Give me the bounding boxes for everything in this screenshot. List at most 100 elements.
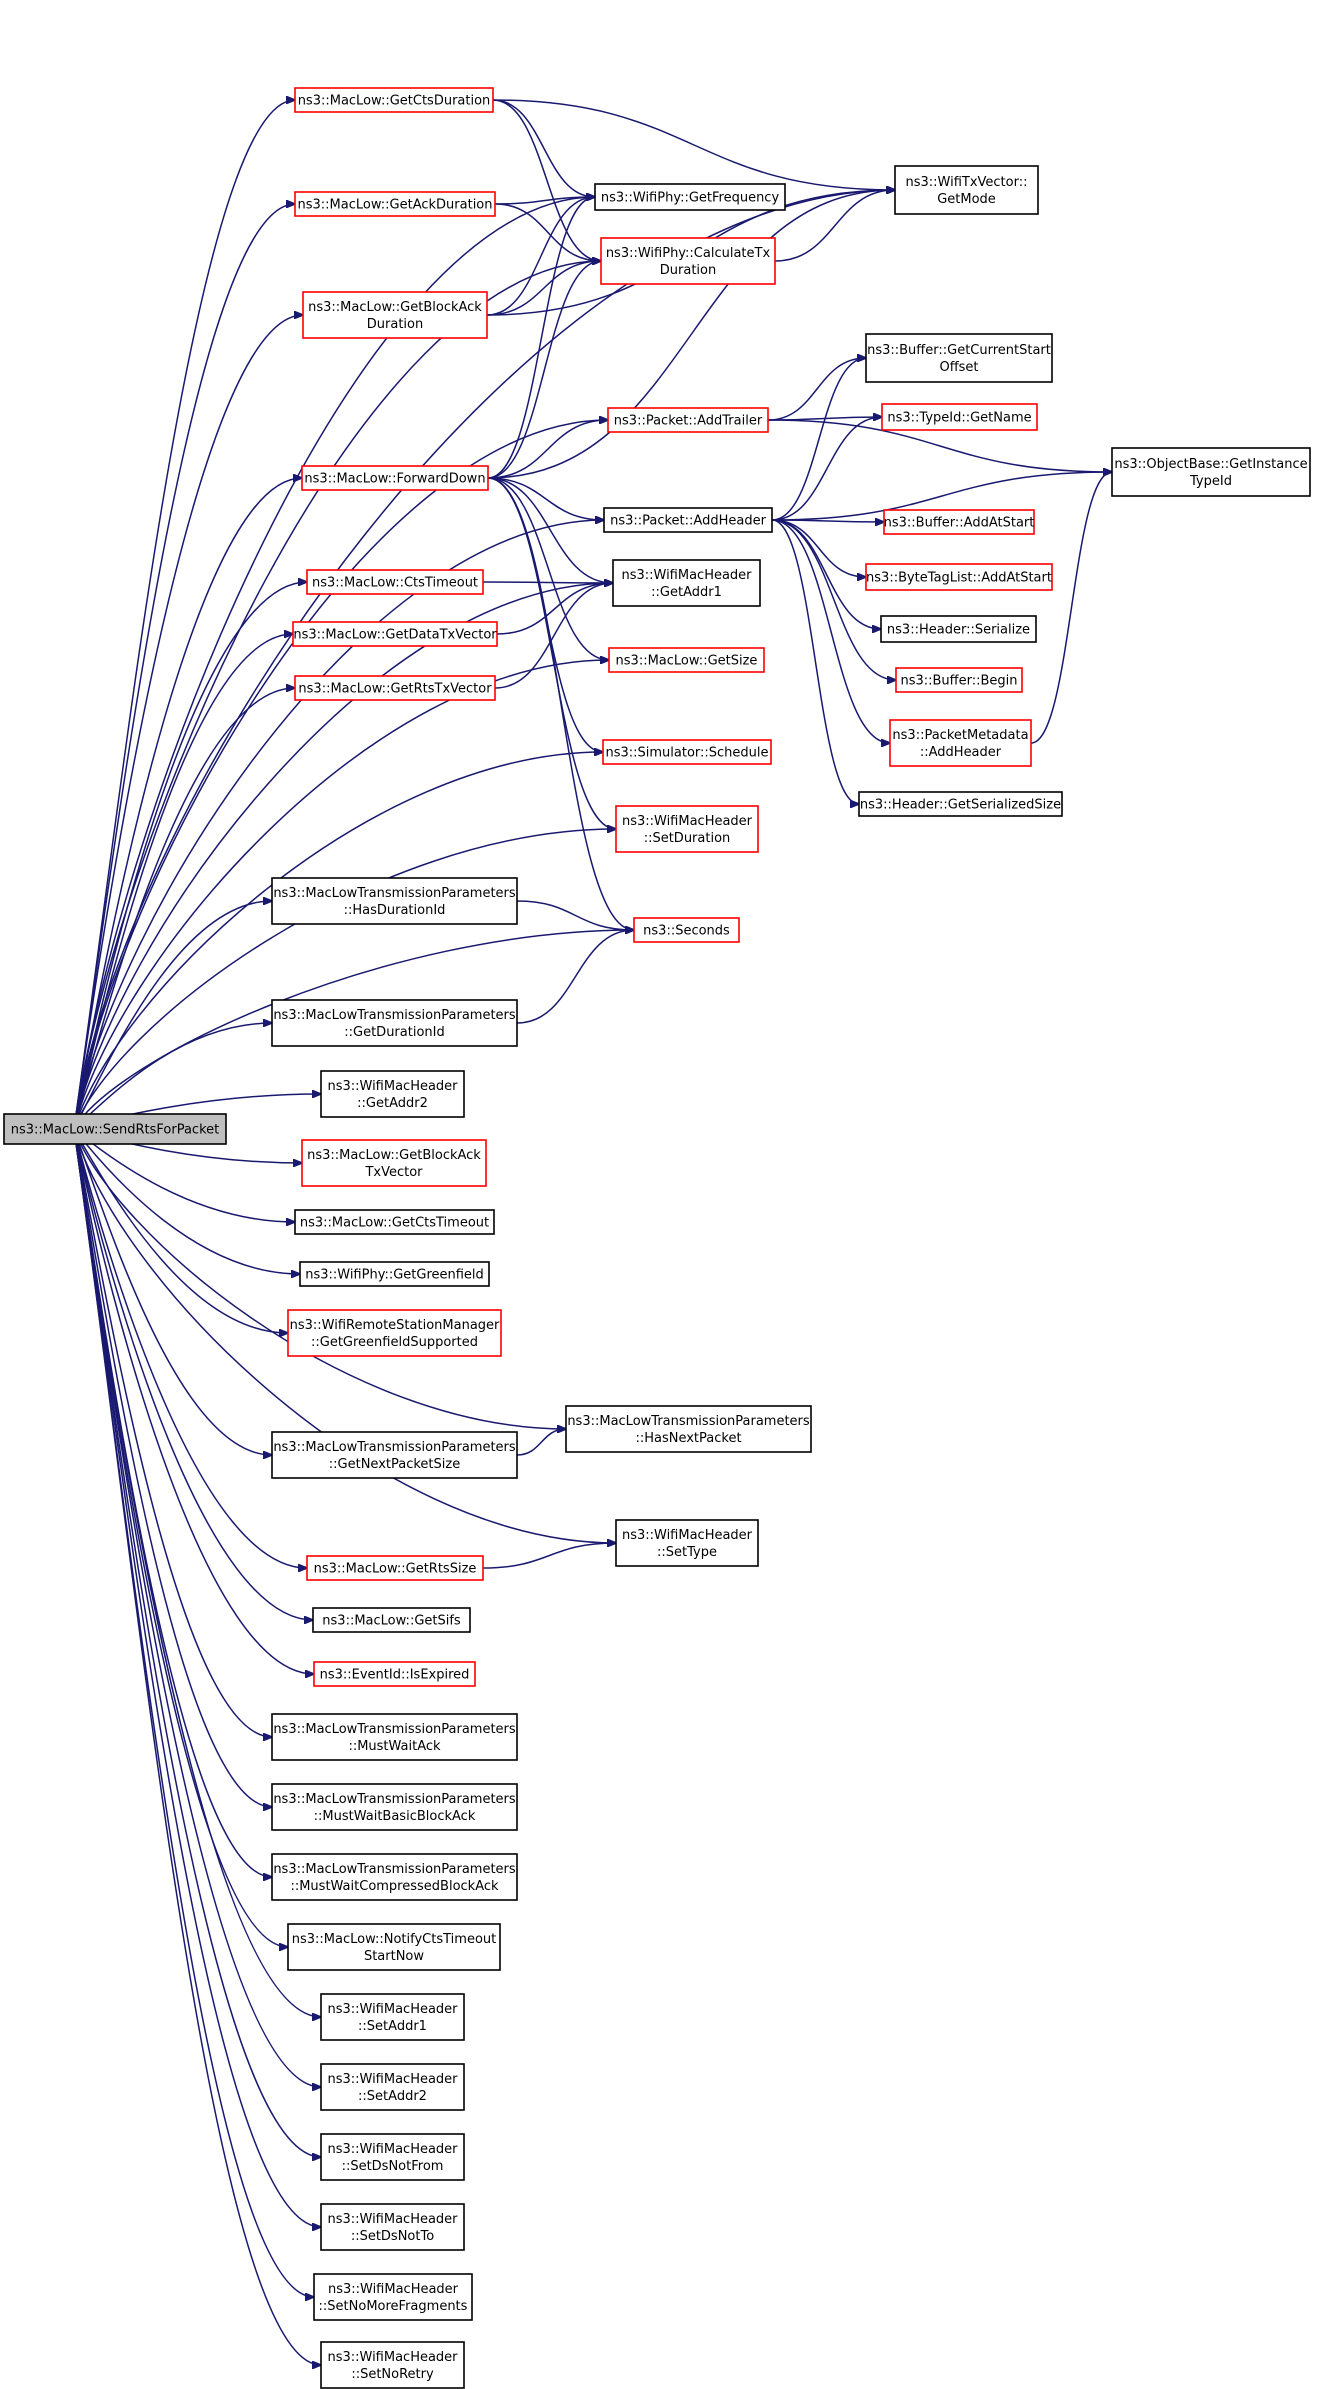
node-has-duration-id[interactable]: ns3::MacLowTransmissionParameters::HasDu… xyxy=(271,877,518,925)
node-box xyxy=(603,507,773,533)
node-set-addr1[interactable]: ns3::WifiMacHeader::SetAddr1 xyxy=(320,1993,465,2041)
node-label: ns3::MacLowTransmissionParameters xyxy=(273,1440,516,1455)
node-get-name[interactable]: ns3::TypeId::GetName xyxy=(881,403,1038,431)
node-label: ns3::TypeId::GetName xyxy=(887,411,1031,426)
node-label: ns3::MacLow::GetBlockAck xyxy=(308,300,482,315)
node-byte-tag-list-add-at-start[interactable]: ns3::ByteTagList::AddAtStart xyxy=(865,563,1053,591)
node-label: ns3::MacLow::GetCtsTimeout xyxy=(300,1216,489,1231)
node-box xyxy=(865,333,1053,383)
edge-packet-metadata-add-header-to-get-instance-type-id xyxy=(1030,472,1112,744)
node-get-sifs[interactable]: ns3::MacLow::GetSifs xyxy=(312,1607,471,1633)
node-seconds[interactable]: ns3::Seconds xyxy=(633,917,740,943)
node-cts-timeout[interactable]: ns3::MacLow::CtsTimeout xyxy=(306,569,484,595)
edge-add-trailer-to-get-current-start-offset xyxy=(767,358,866,421)
node-must-wait-basic-block-ack[interactable]: ns3::MacLowTransmissionParameters::MustW… xyxy=(271,1783,518,1831)
node-label: ns3::ObjectBase::GetInstance xyxy=(1114,457,1307,472)
node-label: ns3::MacLow::NotifyCtsTimeout xyxy=(292,1932,497,1947)
edge-root-to-schedule xyxy=(73,752,603,1130)
node-get-greenfield[interactable]: ns3::WifiPhy::GetGreenfield xyxy=(299,1261,490,1287)
node-packet-metadata-add-header[interactable]: ns3::PacketMetadata::AddHeader xyxy=(889,719,1032,767)
node-has-next-packet[interactable]: ns3::MacLowTransmissionParameters::HasNe… xyxy=(565,1405,812,1453)
edge-root-to-must-wait-basic-block-ack xyxy=(73,1128,272,1807)
node-label: ::GetDurationId xyxy=(344,1025,444,1040)
edge-root-to-calculate-tx-duration xyxy=(73,261,601,1130)
node-get-size[interactable]: ns3::MacLow::GetSize xyxy=(608,647,765,673)
node-get-serialized-size[interactable]: ns3::Header::GetSerializedSize xyxy=(858,791,1063,817)
node-box xyxy=(292,621,498,647)
node-get-mode[interactable]: ns3::WifiTxVector::GetMode xyxy=(894,165,1039,215)
edge-add-header-to-packet-metadata-add-header xyxy=(771,519,890,743)
node-label: ::SetAddr2 xyxy=(358,2089,427,2104)
edge-root-to-set-no-retry xyxy=(73,1128,321,2365)
edge-root-to-get-cts-duration xyxy=(73,100,295,1130)
node-get-cts-duration[interactable]: ns3::MacLow::GetCtsDuration xyxy=(294,87,494,113)
node-add-at-start[interactable]: ns3::Buffer::AddAtStart xyxy=(883,509,1035,535)
node-box xyxy=(320,1070,465,1118)
node-box xyxy=(301,465,489,491)
node-label: ::SetAddr1 xyxy=(358,2019,427,2034)
node-forward-down[interactable]: ns3::MacLow::ForwardDown xyxy=(301,465,489,491)
node-get-duration-id[interactable]: ns3::MacLowTransmissionParameters::GetDu… xyxy=(271,999,518,1047)
node-box xyxy=(306,569,484,595)
node-must-wait-compressed-block-ack[interactable]: ns3::MacLowTransmissionParameters::MustW… xyxy=(271,1853,518,1901)
node-set-ds-not-from[interactable]: ns3::WifiMacHeader::SetDsNotFrom xyxy=(320,2133,465,2181)
node-header-serialize[interactable]: ns3::Header::Serialize xyxy=(880,615,1037,643)
edge-root-to-set-duration xyxy=(73,829,616,1130)
edge-add-header-to-get-serialized-size xyxy=(771,519,859,804)
edge-get-cts-duration-to-get-frequency xyxy=(492,99,595,197)
node-label: ns3::Header::Serialize xyxy=(887,623,1030,638)
node-label: ns3::WifiMacHeader xyxy=(328,2282,459,2297)
edge-forward-down-to-add-trailer xyxy=(487,420,608,479)
node-get-cts-timeout[interactable]: ns3::MacLow::GetCtsTimeout xyxy=(294,1209,495,1235)
node-set-type[interactable]: ns3::WifiMacHeader::SetType xyxy=(615,1519,759,1567)
edge-root-to-get-rts-size xyxy=(73,1128,307,1568)
node-must-wait-ack[interactable]: ns3::MacLowTransmissionParameters::MustW… xyxy=(271,1713,518,1761)
edge-add-header-to-buffer-begin xyxy=(771,519,896,680)
node-box xyxy=(600,237,776,285)
node-box xyxy=(299,1261,490,1287)
node-add-header[interactable]: ns3::Packet::AddHeader xyxy=(603,507,773,533)
node-box xyxy=(895,667,1023,693)
node-set-addr2[interactable]: ns3::WifiMacHeader::SetAddr2 xyxy=(320,2063,465,2111)
node-get-frequency[interactable]: ns3::WifiPhy::GetFrequency xyxy=(594,183,786,211)
node-label: ns3::MacLow::GetBlockAck xyxy=(307,1148,481,1163)
edge-forward-down-to-get-addr1 xyxy=(487,477,613,583)
node-get-rts-tx-vector[interactable]: ns3::MacLow::GetRtsTxVector xyxy=(294,675,496,701)
node-set-duration[interactable]: ns3::WifiMacHeader::SetDuration xyxy=(615,805,759,853)
node-is-expired[interactable]: ns3::EventId::IsExpired xyxy=(313,1661,476,1687)
node-label: ::HasDurationId xyxy=(344,903,446,918)
node-root[interactable]: ns3::MacLow::SendRtsForPacket xyxy=(3,1113,227,1145)
node-label: ns3::EventId::IsExpired xyxy=(320,1668,470,1683)
node-get-data-tx-vector[interactable]: ns3::MacLow::GetDataTxVector xyxy=(292,621,498,647)
edge-has-duration-id-to-seconds xyxy=(516,900,634,930)
node-buffer-begin[interactable]: ns3::Buffer::Begin xyxy=(895,667,1023,693)
node-get-ack-duration[interactable]: ns3::MacLow::GetAckDuration xyxy=(294,191,496,217)
node-get-greenfield-supported[interactable]: ns3::WifiRemoteStationManager::GetGreenf… xyxy=(287,1309,502,1357)
node-get-addr2[interactable]: ns3::WifiMacHeader::GetAddr2 xyxy=(320,1070,465,1118)
node-label: ns3::MacLowTransmissionParameters xyxy=(273,1792,516,1807)
node-box xyxy=(607,407,769,433)
edge-root-to-set-type xyxy=(73,1128,616,1543)
node-box xyxy=(889,719,1032,767)
edge-root-to-get-frequency xyxy=(73,197,595,1130)
node-add-trailer[interactable]: ns3::Packet::AddTrailer xyxy=(607,407,769,433)
node-label: TxVector xyxy=(364,1165,423,1180)
node-label: ns3::MacLow::GetAckDuration xyxy=(298,198,493,213)
node-box xyxy=(608,647,765,673)
node-get-rts-size[interactable]: ns3::MacLow::GetRtsSize xyxy=(306,1555,484,1581)
node-get-addr1[interactable]: ns3::WifiMacHeader::GetAddr1 xyxy=(612,559,761,607)
node-box xyxy=(880,615,1037,643)
node-schedule[interactable]: ns3::Simulator::Schedule xyxy=(602,739,772,765)
node-label: ns3::WifiRemoteStationManager xyxy=(290,1318,500,1333)
node-set-no-more-fragments[interactable]: ns3::WifiMacHeader::SetNoMoreFragments xyxy=(313,2273,473,2321)
node-box xyxy=(883,509,1035,535)
node-get-next-packet-size[interactable]: ns3::MacLowTransmissionParameters::GetNe… xyxy=(271,1431,518,1479)
node-set-no-retry[interactable]: ns3::WifiMacHeader::SetNoRetry xyxy=(320,2341,465,2389)
node-set-ds-not-to[interactable]: ns3::WifiMacHeader::SetDsNotTo xyxy=(320,2203,465,2251)
